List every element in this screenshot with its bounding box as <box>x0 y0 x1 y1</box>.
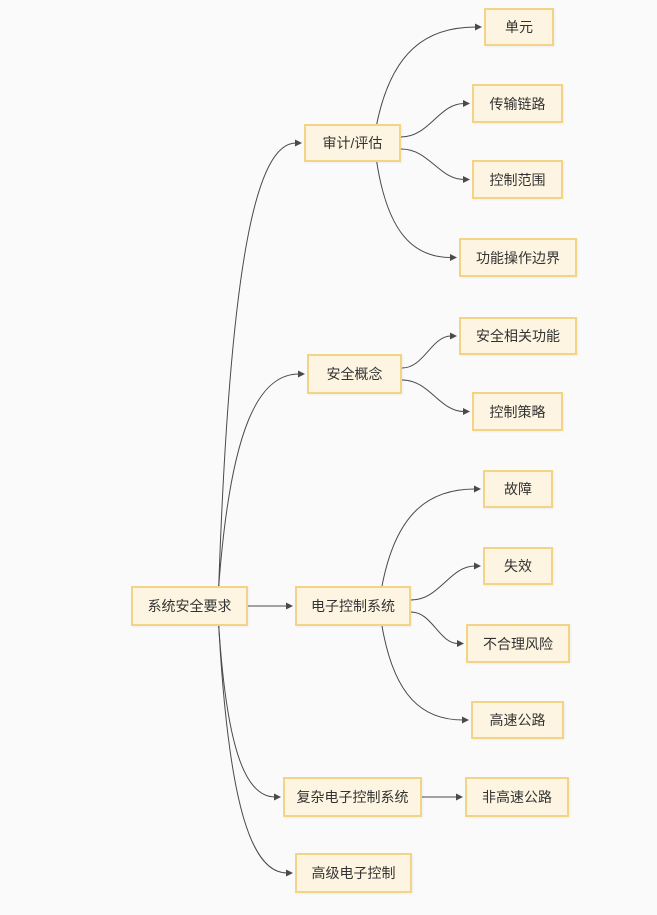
node-label: 安全相关功能 <box>476 328 560 344</box>
edge-safetyconcept-ctrlstrategy <box>401 379 470 415</box>
edge-audit-ctrlscope <box>400 148 470 183</box>
node-label: 系统安全要求 <box>147 598 232 614</box>
edge-safetyconcept-safetyfunc <box>401 332 457 369</box>
node-label: 电子控制系统 <box>311 598 395 614</box>
node-label: 高级电子控制 <box>311 865 396 881</box>
node-unit[interactable]: 单元 <box>484 8 554 46</box>
node-label: 功能操作边界 <box>476 249 560 266</box>
node-audit[interactable]: 审计/评估 <box>304 124 401 162</box>
node-label: 不合理风险 <box>483 635 553 652</box>
edge-root-aec <box>218 625 293 877</box>
node-nonhighway[interactable]: 非高速公路 <box>465 777 569 817</box>
edge-ecs-failure <box>410 562 481 601</box>
edge-root-cecs <box>218 625 281 801</box>
edge-ecs-risk <box>410 611 464 647</box>
node-root[interactable]: 系统安全要求 <box>131 586 248 626</box>
node-ecs[interactable]: 电子控制系统 <box>295 586 411 626</box>
node-label: 复杂电子控制系统 <box>296 789 409 805</box>
node-aec[interactable]: 高级电子控制 <box>295 853 412 893</box>
edge-audit-translink <box>400 100 470 138</box>
node-label: 失效 <box>504 558 532 574</box>
edge-root-safetyconcept <box>218 370 305 587</box>
node-translink[interactable]: 传输链路 <box>472 84 563 123</box>
node-ctrlstrategy[interactable]: 控制策略 <box>472 392 563 431</box>
node-risk[interactable]: 不合理风险 <box>466 624 570 663</box>
node-highway[interactable]: 高速公路 <box>471 701 564 739</box>
node-label: 传输链路 <box>489 95 546 112</box>
node-fault[interactable]: 故障 <box>483 470 553 508</box>
node-safetyfunc[interactable]: 安全相关功能 <box>459 317 577 355</box>
node-cecs[interactable]: 复杂电子控制系统 <box>283 777 422 817</box>
node-ctrlscope[interactable]: 控制范围 <box>472 160 563 199</box>
node-safetyconcept[interactable]: 安全概念 <box>307 354 402 394</box>
node-label: 故障 <box>504 481 532 497</box>
edge-audit-unit <box>376 23 482 125</box>
node-label: 控制范围 <box>489 171 546 188</box>
node-label: 审计/评估 <box>322 135 383 151</box>
edge-ecs-highway <box>381 625 469 724</box>
node-label: 非高速公路 <box>482 789 552 805</box>
node-label: 控制策略 <box>489 403 546 420</box>
node-failure[interactable]: 失效 <box>483 547 553 585</box>
edge-audit-funcboundary <box>376 161 457 261</box>
node-funcboundary[interactable]: 功能操作边界 <box>459 238 577 277</box>
node-label: 高速公路 <box>489 712 546 728</box>
node-label: 安全概念 <box>326 366 383 382</box>
node-label: 单元 <box>505 19 533 35</box>
edge-ecs-fault <box>381 485 481 587</box>
edge-root-audit <box>218 139 302 587</box>
